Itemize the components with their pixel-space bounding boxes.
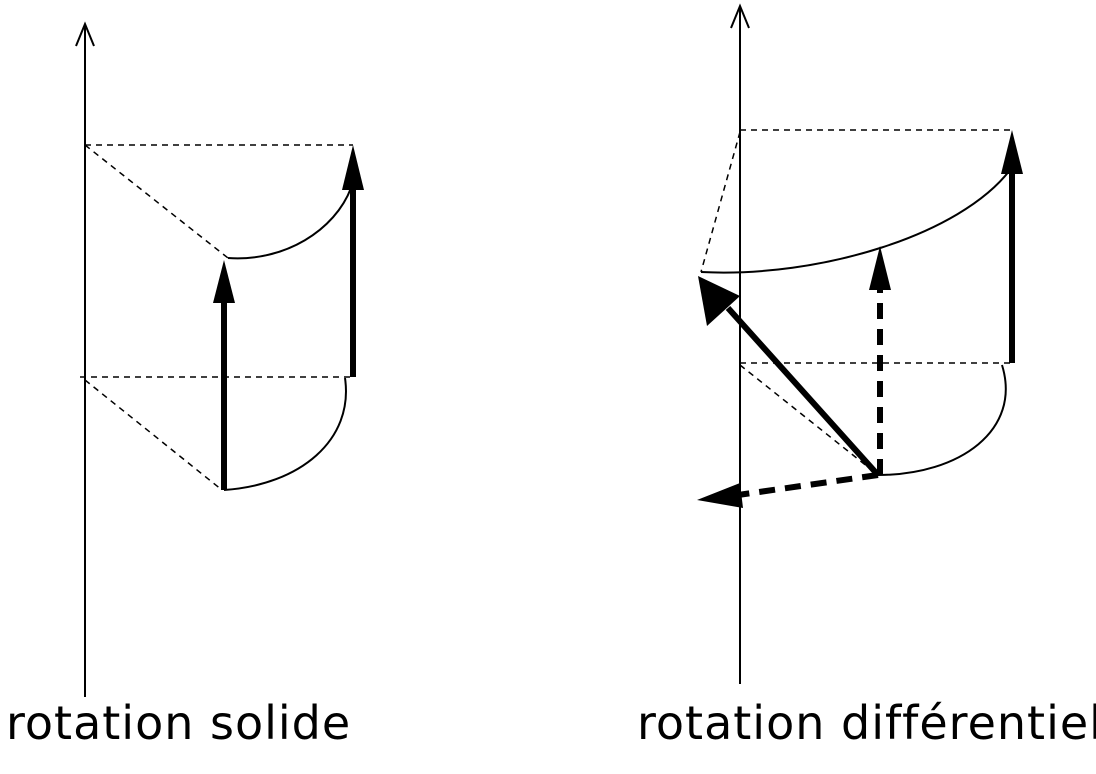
- left-inner-vector-head: [213, 260, 235, 303]
- solid-rotation-panel: [75, 21, 364, 697]
- differential-rotation-caption: rotation différentielle: [637, 696, 1096, 750]
- right-horizontal-component-head: [697, 483, 743, 508]
- right-lower-arc: [877, 364, 1007, 476]
- right-construction-lines: [700, 129, 1012, 476]
- right-upper-arc: [700, 169, 1011, 274]
- right-horizontal-component: [737, 472, 879, 498]
- left-axis-arrowhead: [75, 21, 95, 47]
- solid-rotation-caption: rotation solide: [6, 696, 352, 750]
- differential-rotation-panel: [697, 3, 1023, 684]
- left-upper-arc: [227, 187, 352, 260]
- right-axis-arrowhead: [730, 3, 750, 29]
- left-construction-lines: [80, 144, 353, 491]
- right-tilted-vector-head: [698, 276, 740, 326]
- right-vertical-component-head: [869, 246, 891, 290]
- left-outer-vector-head: [342, 145, 364, 190]
- right-outer-vector-head: [1001, 130, 1023, 174]
- right-tilted-vector: [725, 305, 881, 478]
- left-lower-arc: [223, 377, 347, 491]
